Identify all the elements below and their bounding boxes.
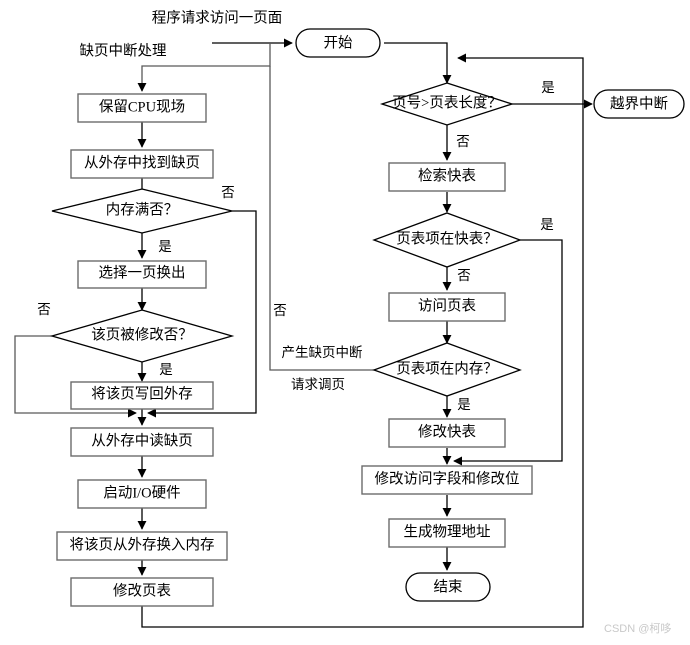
node-start-io[interactable]: 启动I/O硬件 bbox=[77, 479, 207, 509]
node-read-page[interactable]: 从外存中读缺页 bbox=[70, 427, 214, 457]
edge-entry-in-tlb-yes bbox=[453, 239, 563, 466]
node-access-pt-label: 访问页表 bbox=[418, 297, 476, 314]
node-end-label: 结束 bbox=[434, 578, 463, 595]
edge-modify-pt-loop-back bbox=[141, 53, 584, 628]
node-entry-in-mem[interactable]: 页表项在内存？ bbox=[372, 342, 522, 397]
node-page-modified[interactable]: 该页被修改否？ bbox=[49, 309, 235, 363]
node-write-back-label: 将该页写回外存 bbox=[91, 385, 193, 402]
node-find-page-label: 从外存中找到缺页 bbox=[84, 154, 200, 171]
node-entry-in-mem-label: 页表项在内存？ bbox=[396, 360, 498, 377]
node-find-page[interactable]: 从外存中找到缺页 bbox=[70, 149, 214, 179]
branch-label-page-gt-len-no: 否 bbox=[456, 134, 470, 149]
branch-label-mem-full-no: 否 bbox=[221, 185, 235, 200]
node-entry-in-tlb[interactable]: 页表项在快表？ bbox=[372, 212, 522, 268]
edge-start-to-save-cpu-branch bbox=[137, 43, 271, 92]
branch-label-entry-in-mem-yes: 是 bbox=[457, 397, 471, 412]
node-out-of-bounds[interactable]: 越界中断 bbox=[593, 89, 685, 119]
branch-label-page-gt-len-yes: 是 bbox=[541, 80, 555, 95]
node-modify-tlb[interactable]: 修改快表 bbox=[388, 418, 506, 448]
node-page-gt-len[interactable]: 页号>页表长度？ bbox=[379, 82, 515, 126]
edge-entry-in-mem-no bbox=[269, 66, 382, 371]
branch-label-fault-path-no: 否 bbox=[273, 303, 287, 318]
node-swap-in[interactable]: 将该页从外存换入内存 bbox=[56, 531, 228, 561]
node-gen-addr[interactable]: 生成物理地址 bbox=[388, 518, 506, 548]
node-start[interactable]: 开始 bbox=[295, 28, 381, 58]
branch-label-entry-in-tlb-no: 否 bbox=[457, 268, 471, 283]
node-modify-pt[interactable]: 修改页表 bbox=[70, 577, 214, 607]
node-write-back[interactable]: 将该页写回外存 bbox=[70, 381, 214, 410]
node-save-cpu-label: 保留CPU现场 bbox=[99, 98, 185, 115]
branch-label-mem-full-yes: 是 bbox=[158, 239, 172, 254]
note-page-fault-handling: 缺页中断处理 bbox=[80, 42, 167, 59]
node-swap-in-label: 将该页从外存换入内存 bbox=[70, 536, 215, 553]
node-modify-bits[interactable]: 修改访问字段和修改位 bbox=[361, 465, 533, 495]
branch-label-page-modified-no: 否 bbox=[37, 302, 51, 317]
node-select-page[interactable]: 选择一页换出 bbox=[77, 260, 207, 289]
edge-mem-full-no bbox=[147, 210, 257, 418]
node-out-of-bounds-label: 越界中断 bbox=[610, 95, 668, 112]
edge-page-modified-no bbox=[14, 335, 137, 418]
node-start-label: 开始 bbox=[324, 34, 353, 51]
node-save-cpu[interactable]: 保留CPU现场 bbox=[77, 93, 207, 123]
node-gen-addr-label: 生成物理地址 bbox=[404, 523, 491, 540]
branch-label-demand-paging: 请求调页 bbox=[291, 377, 345, 392]
branch-label-page-fault-generated: 产生缺页中断 bbox=[282, 345, 363, 360]
note-program-request: 程序请求访问一页面 bbox=[152, 9, 283, 26]
node-search-tlb[interactable]: 检索快表 bbox=[388, 162, 506, 192]
node-search-tlb-label: 检索快表 bbox=[418, 167, 476, 184]
node-page-modified-label: 该页被修改否？ bbox=[91, 326, 193, 343]
node-modify-pt-label: 修改页表 bbox=[113, 582, 171, 599]
node-modify-bits-label: 修改访问字段和修改位 bbox=[375, 470, 520, 487]
node-read-page-label: 从外存中读缺页 bbox=[91, 432, 193, 449]
edge-start-to-page-gt-len bbox=[384, 42, 452, 84]
node-mem-full[interactable]: 内存满否？ bbox=[51, 188, 233, 234]
node-modify-tlb-label: 修改快表 bbox=[418, 423, 476, 440]
node-end[interactable]: 结束 bbox=[405, 572, 491, 602]
watermark-text: CSDN @柯哆 bbox=[604, 622, 671, 635]
node-mem-full-label: 内存满否？ bbox=[106, 201, 179, 218]
branch-label-entry-in-tlb-yes: 是 bbox=[540, 217, 554, 232]
node-entry-in-tlb-label: 页表项在快表？ bbox=[396, 230, 498, 247]
node-page-gt-len-label: 页号>页表长度？ bbox=[392, 94, 502, 111]
branch-label-page-modified-yes: 是 bbox=[159, 362, 173, 377]
node-select-page-label: 选择一页换出 bbox=[99, 264, 186, 281]
node-start-io-label: 启动I/O硬件 bbox=[103, 484, 180, 501]
node-access-pt[interactable]: 访问页表 bbox=[388, 292, 506, 322]
